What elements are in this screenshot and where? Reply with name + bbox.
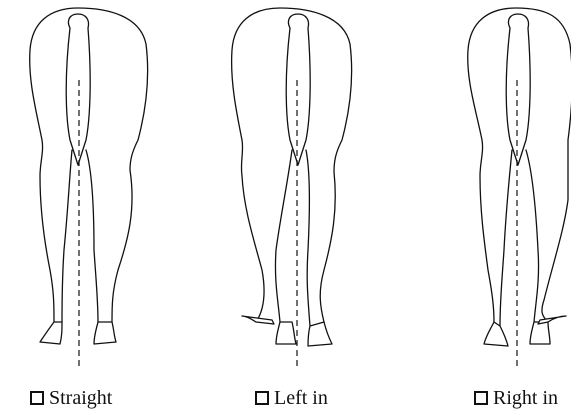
left-hoof bbox=[484, 322, 508, 346]
inner-right-leg bbox=[86, 150, 98, 322]
option-left-in[interactable]: Left in bbox=[255, 388, 328, 408]
left-hoof-front bbox=[276, 322, 296, 344]
left-hoof bbox=[242, 316, 274, 324]
inner-right-leg bbox=[526, 150, 539, 322]
tail-outline bbox=[506, 14, 530, 165]
horse-hindlegs-straight-figure bbox=[0, 0, 190, 417]
right-in-checkbox[interactable] bbox=[474, 391, 488, 405]
option-left-in-label: Left in bbox=[274, 388, 328, 408]
horse-straight-drawing bbox=[0, 0, 190, 417]
left-in-checkbox[interactable] bbox=[255, 391, 269, 405]
option-straight-label: Straight bbox=[49, 388, 112, 408]
option-straight[interactable]: Straight bbox=[30, 388, 112, 408]
hindquarters-outline bbox=[232, 8, 352, 322]
right-hoof-front bbox=[530, 322, 550, 344]
left-hoof bbox=[40, 322, 62, 344]
horse-right-in-drawing bbox=[440, 0, 571, 417]
tail-outline bbox=[66, 14, 90, 165]
option-right-in-label: Right in bbox=[493, 388, 558, 408]
inner-left-leg bbox=[275, 150, 292, 322]
inner-right-leg bbox=[306, 150, 310, 326]
horse-left-in-drawing bbox=[220, 0, 410, 417]
right-hoof bbox=[538, 316, 566, 324]
horse-hindlegs-right-in-figure bbox=[440, 0, 571, 417]
hindquarters-outline bbox=[30, 8, 148, 322]
right-hoof bbox=[308, 322, 332, 346]
inner-left-leg bbox=[500, 150, 512, 326]
inner-left-leg bbox=[62, 150, 72, 322]
horse-hindlegs-left-in-figure bbox=[220, 0, 410, 417]
tail-outline bbox=[286, 14, 310, 165]
option-right-in[interactable]: Right in bbox=[474, 388, 558, 408]
hindquarters-outline bbox=[468, 8, 571, 322]
straight-checkbox[interactable] bbox=[30, 391, 44, 405]
right-hoof bbox=[94, 322, 116, 344]
